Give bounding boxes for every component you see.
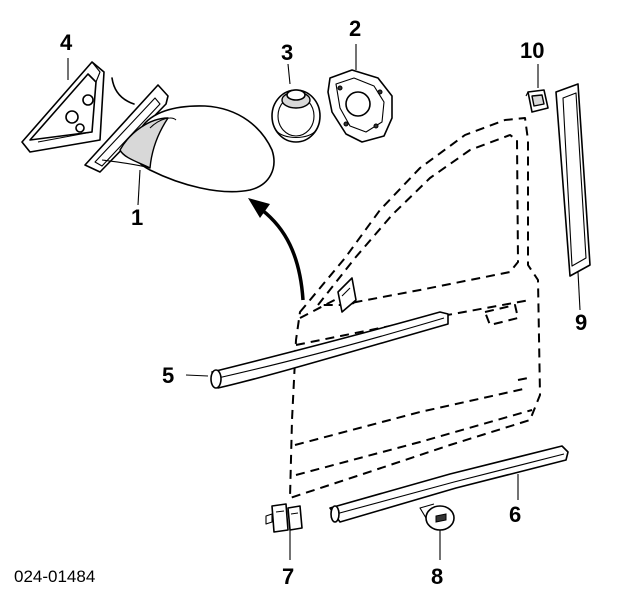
callout-7: 7 (282, 564, 294, 589)
callout-8: 8 (431, 564, 443, 589)
pillar-trim (555, 83, 591, 277)
callout-6: 6 (509, 502, 521, 527)
callout-3: 3 (281, 40, 293, 65)
figure-id: 024-01484 (14, 567, 95, 586)
mirror-mount-corner (337, 277, 357, 313)
callout-9: 9 (575, 310, 587, 335)
pillar-clip (525, 89, 549, 113)
hinge-clips (265, 503, 303, 533)
callout-1: 1 (131, 205, 143, 230)
callout-4: 4 (60, 30, 73, 55)
speaker-bracket (327, 69, 393, 143)
door-bottom-molding (329, 445, 569, 523)
leader-lines (67, 44, 581, 560)
plug (419, 503, 455, 531)
speaker (271, 89, 321, 143)
mirror-cover-trim (21, 61, 105, 153)
belt-molding (210, 311, 449, 389)
callout-10: 10 (520, 38, 544, 63)
outside-mirror (84, 77, 275, 193)
callout-5: 5 (162, 363, 174, 388)
direction-arrow (248, 198, 305, 301)
door-outline (289, 117, 541, 499)
callout-2: 2 (349, 16, 361, 41)
